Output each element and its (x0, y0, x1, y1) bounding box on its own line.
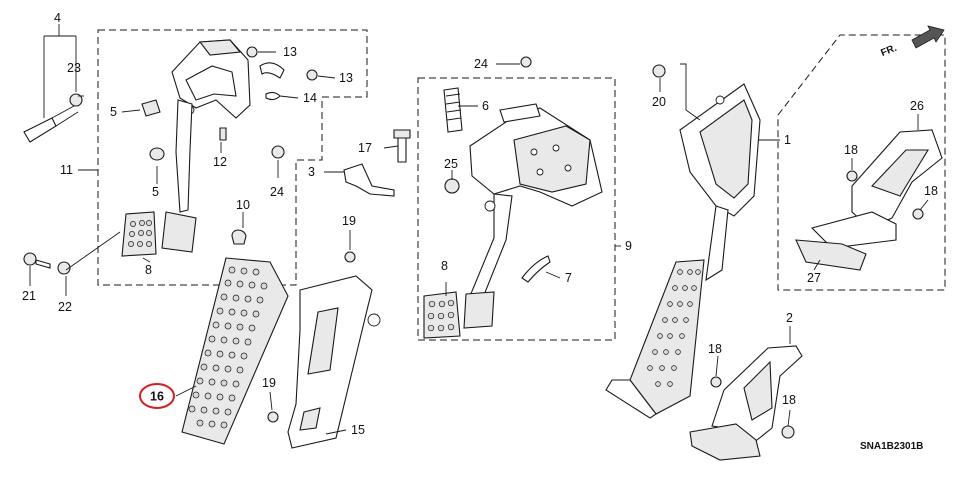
callout-2: 2 (786, 311, 793, 325)
callout-20: 20 (652, 95, 666, 109)
callout-10: 10 (236, 198, 250, 212)
front-direction-label: FR. (879, 43, 898, 59)
accelerator-pedal-arm-1 (679, 83, 761, 282)
callout-27: 27 (807, 271, 821, 285)
clutch-pedal-bracket (469, 103, 603, 207)
leader-lines (29, 24, 929, 435)
callout-18b: 18 (782, 393, 796, 407)
nut-20-icon (652, 64, 666, 78)
callout-23: 23 (67, 61, 81, 75)
callout-3: 3 (308, 165, 315, 179)
callout-12: 12 (213, 155, 227, 169)
callout-18c: 18 (844, 143, 858, 157)
callout-26: 26 (910, 99, 924, 113)
callout-22: 22 (58, 300, 72, 314)
highlight-ring-16 (139, 383, 175, 409)
pivot-bolt (23, 93, 83, 143)
front-direction-arrow-icon (911, 25, 945, 49)
callout-24b: 24 (474, 57, 488, 71)
callout-24a: 24 (270, 185, 284, 199)
accelerator-bracket-group-box (777, 34, 946, 291)
callout-9: 9 (625, 239, 632, 253)
callout-16: 16 (150, 390, 164, 404)
callout-11: 11 (60, 163, 73, 177)
callout-18a: 18 (708, 342, 722, 356)
callout-6: 6 (482, 99, 489, 113)
brake-pedal-group-box (97, 29, 368, 286)
clutch-pedal-pad (423, 291, 495, 339)
callout-17: 17 (358, 141, 372, 155)
pad-27 (795, 239, 867, 271)
callout-13b: 13 (339, 71, 353, 85)
accelerator-pedal-pad-16 (181, 257, 289, 445)
clutch-springs-and-fasteners (343, 56, 551, 283)
callout-19a: 19 (342, 214, 356, 228)
diagram-code: SNA1B2301B (860, 441, 923, 452)
callout-1: 1 (784, 133, 791, 147)
brake-pedal-pad (121, 211, 157, 257)
clutch-pedal-arm (469, 193, 513, 301)
callout-21: 21 (22, 289, 36, 303)
callout-5b: 5 (152, 185, 159, 199)
callout-19b: 19 (262, 376, 276, 390)
switch-and-nuts (23, 46, 318, 275)
callout-14: 14 (303, 91, 317, 105)
callout-13a: 13 (283, 45, 297, 59)
clutch-pedal-group-box (417, 77, 616, 341)
brake-pedal-arm (161, 99, 197, 253)
callout-7: 7 (565, 271, 572, 285)
callout-8b: 8 (441, 259, 448, 273)
bracket-26-right (810, 129, 943, 249)
accelerator-mount-bracket-15 (267, 251, 381, 449)
callout-5a: 5 (110, 105, 117, 119)
accelerator-pedal-pad-right (605, 259, 705, 419)
callout-18d: 18 (924, 184, 938, 198)
callout-25: 25 (444, 157, 458, 171)
callout-15: 15 (351, 423, 365, 437)
callout-4: 4 (54, 11, 61, 25)
callout-8a: 8 (145, 263, 152, 277)
stop-bumpers (141, 99, 247, 245)
